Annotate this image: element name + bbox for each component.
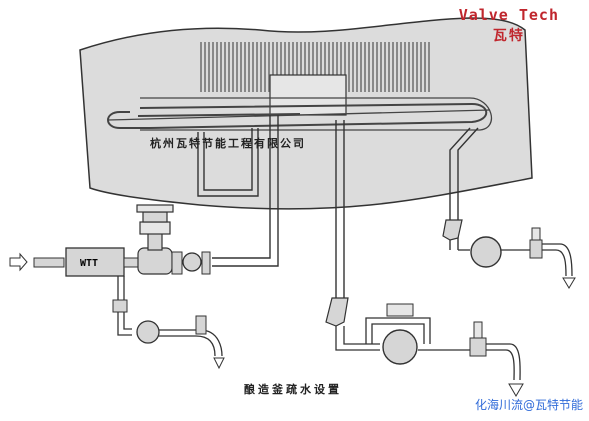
middle-check-valve [469,337,487,357]
right-drain-lines [458,243,573,277]
right-steam-trap [470,236,502,268]
inlet-valve [182,252,202,272]
right-strainer [442,219,463,241]
middle-valve-stem [473,321,483,339]
right-drain-arrow [562,277,576,289]
middle-steam-trap [382,329,418,365]
company-label: 杭州瓦特节能工程有限公司 [150,137,306,150]
inlet-arrow [9,252,28,272]
middle-strainer [325,297,349,327]
brand-name-cn: 瓦特 [492,28,525,44]
inlet-pipe [33,257,65,268]
control-valve [136,204,174,275]
steam-trap-wtt [65,247,125,277]
middle-trap-top [386,303,414,317]
condensate-pipes [197,115,479,298]
inlet-pipe-2 [123,257,139,268]
left-drain-trap [136,320,160,344]
steam-trap-label: WTT [80,258,98,269]
heating-coil [107,97,492,131]
steam-header-box [269,74,347,116]
right-valve-stem [531,227,541,241]
diagram-caption: 酿造釜疏水设置 [244,383,342,396]
brand-logo: Valve Tech 瓦特 [459,6,559,45]
middle-drain-arrow [508,383,524,397]
brand-name: Valve Tech [458,6,559,24]
inlet-flange-2 [201,251,211,275]
left-drain-arrow [213,357,225,370]
left-drain-fitting [195,315,207,335]
inlet-flange [171,251,183,275]
middle-drain-lines [335,317,521,381]
watermark: 化海川流@瓦特节能 [474,398,583,412]
right-check-valve [529,239,543,259]
left-drain-valve [112,299,128,313]
